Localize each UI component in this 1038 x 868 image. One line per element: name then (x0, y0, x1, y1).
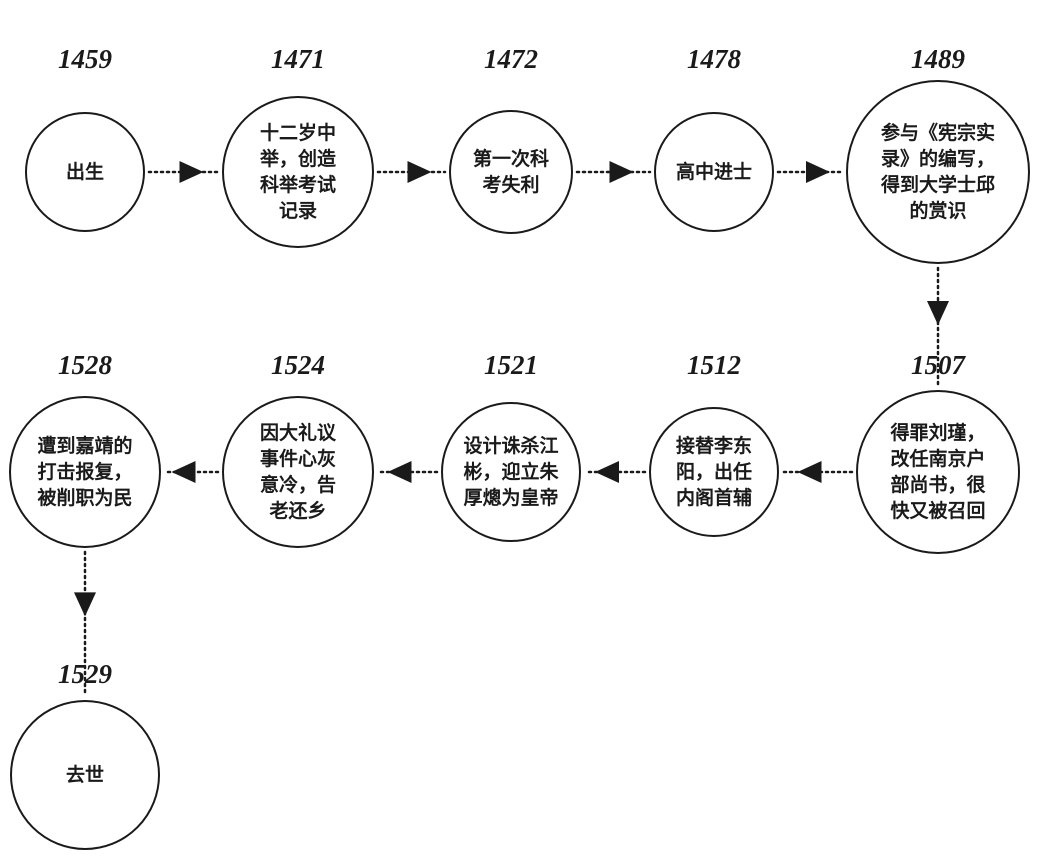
connector-arrow-8 (376, 461, 439, 483)
event-year-1521: 1521 (484, 350, 538, 380)
event-description: 设计诛杀江 彬，迎立朱 厚熜为皇帝 (463, 435, 559, 509)
event-description: 十二岁中 举，创造 科举考试 记录 (259, 122, 336, 222)
event-year-1459: 1459 (58, 44, 112, 74)
event-node-1512: 接替李东 阳，出任 内阁首辅 (649, 407, 779, 537)
event-node-1472: 第一次科 考失利 (449, 110, 573, 234)
event-description: 出生 (65, 161, 104, 183)
event-node-1471: 十二岁中 举，创造 科举考试 记录 (222, 96, 374, 248)
event-node-1489: 参与《宪宗实 录》的编写， 得到大学士邱 的赏识 (846, 80, 1030, 264)
connector-arrow-5 (927, 266, 949, 388)
arrowhead (595, 461, 619, 483)
connector-arrow-1 (147, 161, 220, 183)
event-node-1529: 去世 (10, 700, 160, 850)
event-node-1507: 得罪刘瑾， 改任南京户 部尚书，很 快又被召回 (856, 390, 1020, 554)
event-year-1529: 1529 (58, 659, 112, 689)
event-description: 遭到嘉靖的 打击报复， 被削职为民 (37, 435, 133, 509)
arrowhead (74, 592, 96, 617)
arrowhead (407, 161, 432, 183)
arrowhead (797, 461, 822, 483)
arrowhead (387, 461, 412, 483)
event-year-1507: 1507 (911, 350, 965, 380)
event-node-1528: 遭到嘉靖的 打击报复， 被削职为民 (9, 396, 161, 548)
event-year-1524: 1524 (271, 350, 325, 380)
connector-arrow-3 (575, 161, 652, 183)
event-description: 参与《宪宗实 录》的编写， 得到大学士邱 的赏识 (880, 122, 995, 222)
event-description: 因大礼议 事件心灰 意冷，告 老还乡 (259, 422, 336, 522)
connector-arrow-10 (74, 550, 96, 698)
connector-arrow-6 (781, 461, 854, 483)
arrowhead (179, 161, 204, 183)
event-year-1489: 1489 (911, 44, 965, 74)
arrowhead (171, 461, 196, 483)
event-year-1478: 1478 (687, 44, 741, 74)
arrowhead (609, 161, 634, 183)
event-node-1478: 高中进士 (654, 112, 774, 232)
event-node-1524: 因大礼议 事件心灰 意冷，告 老还乡 (222, 396, 374, 548)
connector-arrow-9 (163, 461, 220, 483)
event-year-1471: 1471 (271, 44, 325, 74)
event-description: 第一次科 考失利 (472, 148, 549, 196)
connector-arrow-7 (583, 461, 647, 483)
event-description: 高中进士 (675, 161, 752, 183)
arrowhead (927, 301, 949, 326)
event-description: 接替李东 阳，出任 内阁首辅 (675, 435, 752, 509)
event-year-1528: 1528 (58, 350, 112, 380)
event-node-1521: 设计诛杀江 彬，迎立朱 厚熜为皇帝 (441, 402, 581, 542)
arrowhead (806, 161, 830, 183)
event-year-1512: 1512 (687, 350, 741, 380)
event-node-1459: 出生 (25, 112, 145, 232)
connector-arrow-2 (376, 161, 447, 183)
event-description: 得罪刘瑾， 改任南京户 部尚书，很 快又被召回 (890, 422, 986, 522)
event-year-1472: 1472 (484, 44, 538, 74)
connector-arrow-4 (776, 161, 844, 183)
event-description: 去世 (65, 764, 104, 786)
